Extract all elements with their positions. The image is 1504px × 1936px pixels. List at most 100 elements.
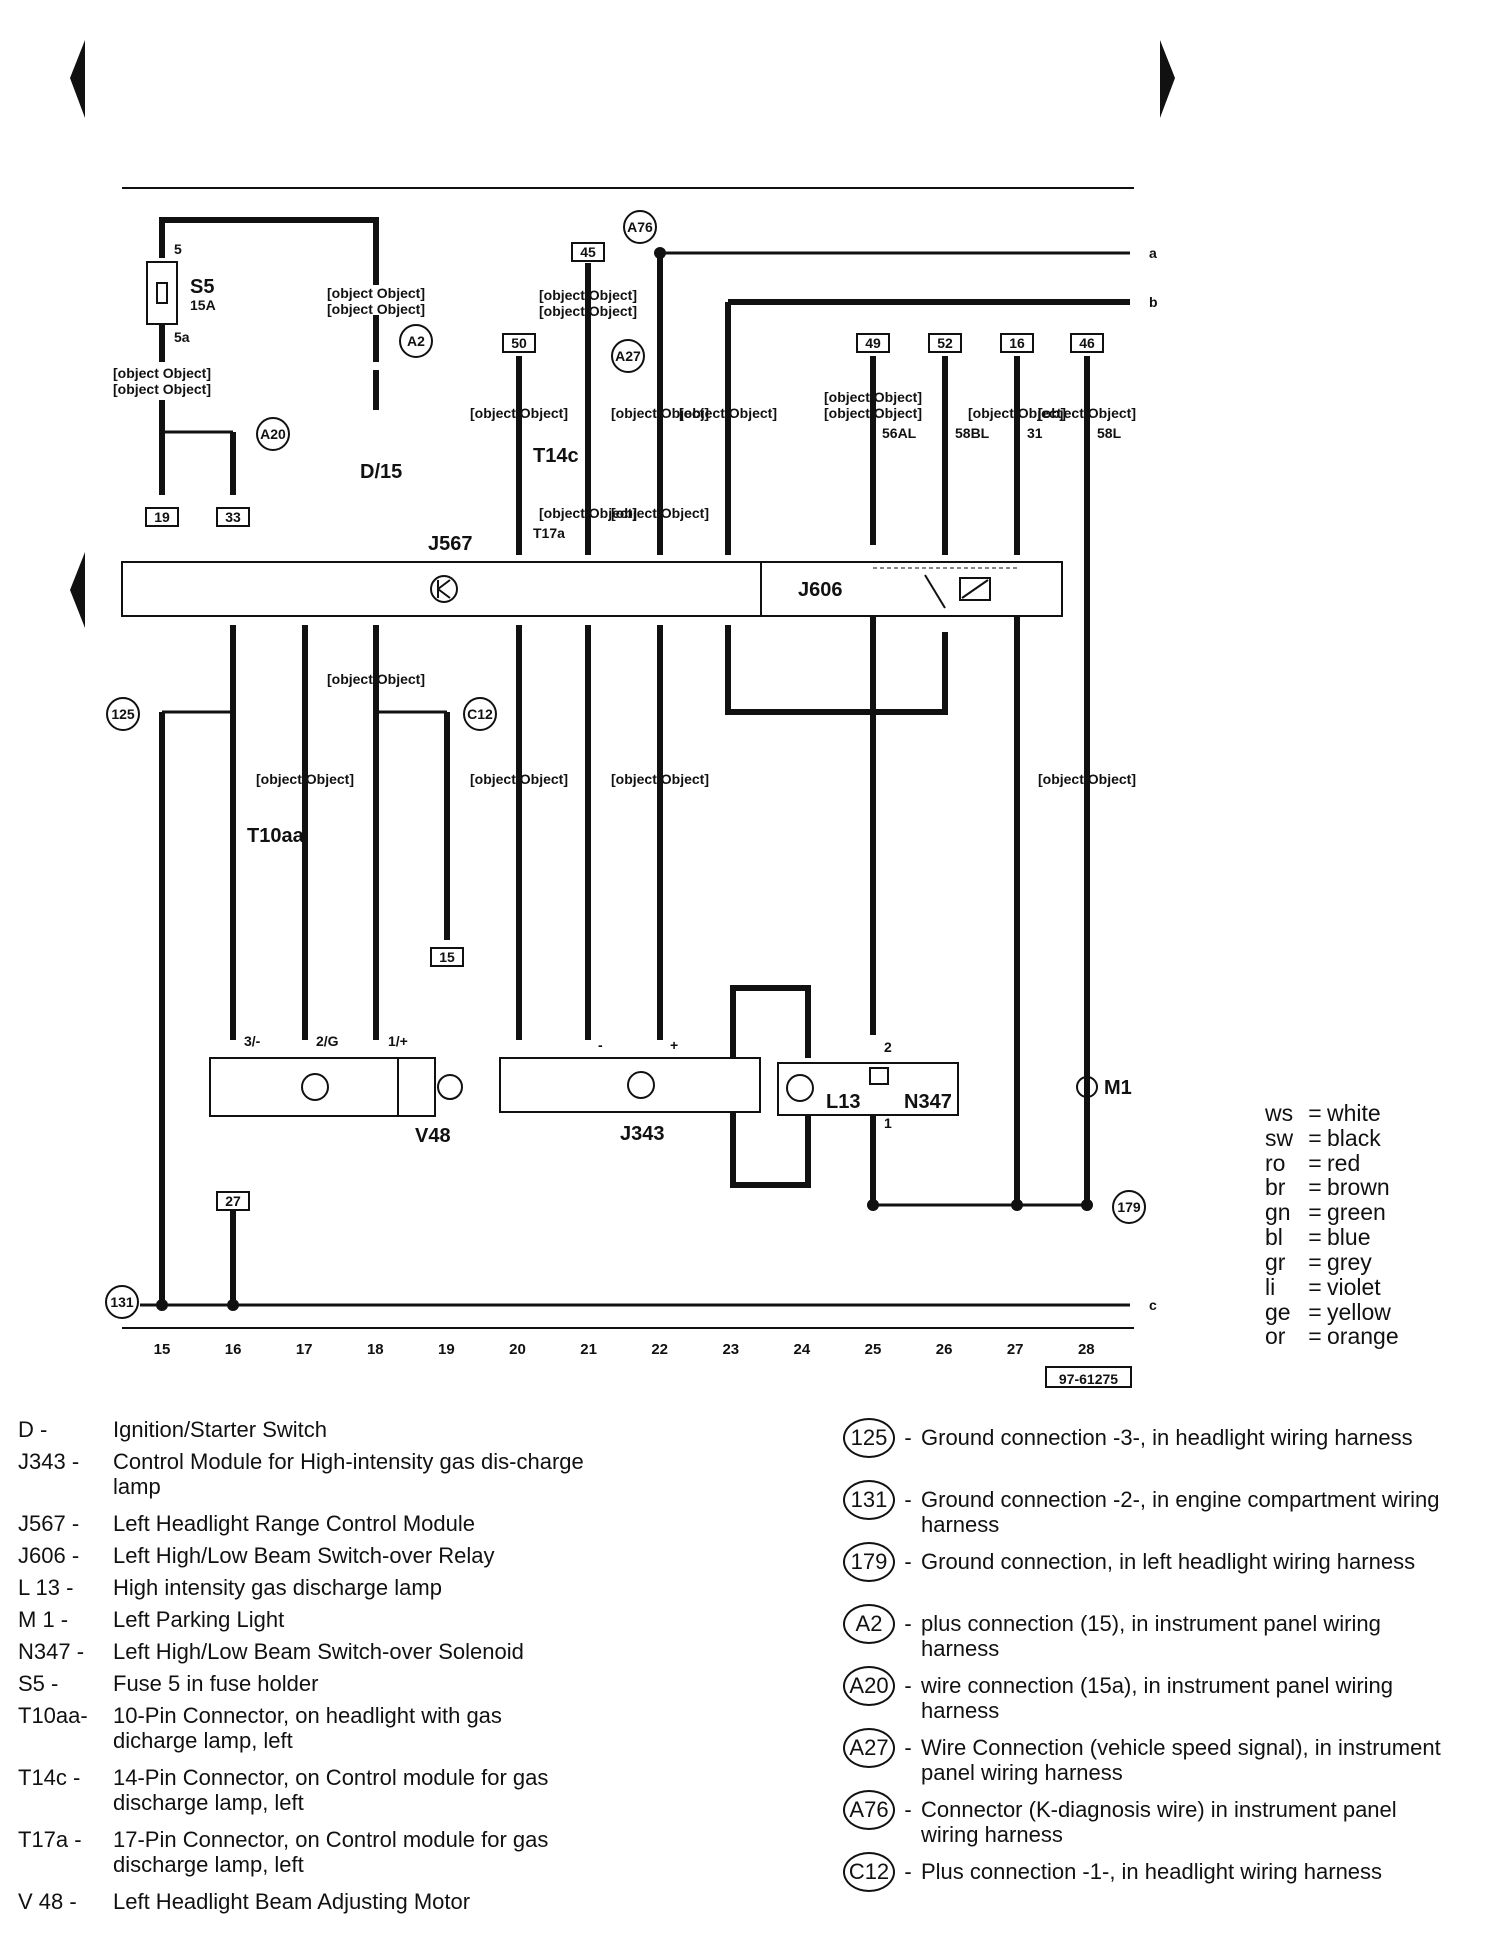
pin-j343-minus: - xyxy=(598,1037,603,1053)
wire-color: [object Object] xyxy=(256,771,354,787)
legend-item: L 13 -High intensity gas discharge lamp xyxy=(18,1575,618,1601)
fuse-element-icon xyxy=(156,282,168,304)
wire-color: [object Object] xyxy=(611,405,709,421)
wire-color-abbr: br xyxy=(1265,1174,1286,1201)
legend-item: T17a -17-Pin Connector, on Control modul… xyxy=(18,1827,618,1878)
column-number: 20 xyxy=(509,1341,526,1358)
legend-item: T10aa-10-Pin Connector, on headlight wit… xyxy=(18,1703,618,1754)
legend-code: J606 - xyxy=(18,1543,80,1568)
solenoid-icon xyxy=(869,1067,889,1085)
wire-color-name: orange xyxy=(1327,1323,1399,1350)
wire-color: [object Object] xyxy=(327,671,425,687)
continue-left-arrow-icon xyxy=(70,552,85,628)
parking-light-icon xyxy=(1076,1076,1098,1098)
legend-item: S5 -Fuse 5 in fuse holder xyxy=(18,1671,618,1697)
junction-131 xyxy=(156,1299,168,1311)
pin-56al: 56AL xyxy=(882,425,917,441)
circle-tags: A76 A2 A27 A20 125 C12 131 179 xyxy=(105,210,1146,1319)
junction-27 xyxy=(227,1299,239,1311)
column-number: 19 xyxy=(438,1341,455,1358)
prev-page-arrow-icon[interactable] xyxy=(70,40,85,118)
wire-color-abbr: sw xyxy=(1265,1124,1294,1151)
tag-c12-text: C12 xyxy=(467,706,493,722)
column-number: 24 xyxy=(794,1341,811,1358)
legend-item: V 48 -Left Headlight Beam Adjusting Moto… xyxy=(18,1889,618,1915)
wire-color-name: blue xyxy=(1327,1224,1371,1251)
terminal-16: 16 xyxy=(1009,335,1025,351)
tag-a76-text: A76 xyxy=(627,219,653,235)
legend-desc: 14-Pin Connector, on Control module for … xyxy=(113,1765,549,1815)
legend-desc: Ignition/Starter Switch xyxy=(113,1417,327,1442)
connection-badge: A76 xyxy=(843,1790,895,1830)
electronics-icon xyxy=(430,575,458,603)
junction-col28 xyxy=(1081,1199,1093,1211)
connection-item: C12-Plus connection -1-, in headlight wi… xyxy=(843,1852,1451,1892)
relay-coil-slash xyxy=(961,579,989,599)
column-number: 22 xyxy=(651,1341,668,1358)
wire-color-row: gn=green xyxy=(1265,1199,1386,1226)
terminal-45: 45 xyxy=(580,244,596,260)
pin-31: 31 xyxy=(1027,425,1043,441)
connector-t17a: T17a xyxy=(533,525,565,541)
connection-badge: A27 xyxy=(843,1728,895,1768)
module-j567 xyxy=(121,561,1063,617)
motor-v48-label: V48 xyxy=(415,1125,451,1147)
column-number: 15 xyxy=(154,1341,171,1358)
wire-color-row: ge=yellow xyxy=(1265,1298,1391,1325)
tag-c12 xyxy=(463,697,497,731)
wire-j606-return xyxy=(725,625,948,715)
tag-179-text: 179 xyxy=(1117,1199,1141,1215)
wire-color: [object Object] xyxy=(539,303,637,319)
legend-desc: Fuse 5 in fuse holder xyxy=(113,1671,319,1696)
legend-code: D - xyxy=(18,1417,48,1442)
legend-item: T14c -14-Pin Connector, on Control modul… xyxy=(18,1765,618,1816)
legend-code: V 48 - xyxy=(18,1889,77,1914)
connection-item: 125-Ground connection -3-, in headlight … xyxy=(843,1418,1451,1458)
wire-color-abbr: ws xyxy=(1265,1100,1294,1126)
wire-color: [object Object] xyxy=(470,771,568,787)
relay-coil-icon xyxy=(959,577,991,601)
wire-size: [object Object] xyxy=(824,389,922,405)
fuse-s5 xyxy=(146,261,178,325)
column-number: 25 xyxy=(865,1341,882,1358)
terminal-49: 49 xyxy=(865,335,881,351)
tag-a76 xyxy=(623,210,657,244)
lamp-l13-label: L13 xyxy=(826,1091,860,1113)
tag-a2-text: A2 xyxy=(407,333,425,349)
wire-size: [object Object] xyxy=(539,287,637,303)
column-number: 26 xyxy=(936,1341,953,1358)
wire-color: [object Object] xyxy=(1038,405,1136,421)
tag-131-text: 131 xyxy=(110,1294,134,1310)
fuse-pin-bottom: 5a xyxy=(174,329,190,345)
legend-item: J606 -Left High/Low Beam Switch-over Rel… xyxy=(18,1543,618,1569)
connection-desc: Ground connection -2-, in engine compart… xyxy=(921,1487,1440,1537)
wire-color-row: ro=red xyxy=(1265,1149,1361,1176)
module-j343-label: J343 xyxy=(620,1123,665,1145)
fuse-pin-top: 5 xyxy=(174,241,182,257)
next-page-arrow-icon[interactable] xyxy=(1160,40,1175,118)
junction-col27 xyxy=(1011,1199,1023,1211)
wire-color-abbr: ro xyxy=(1265,1149,1286,1176)
wire-color-name: red xyxy=(1327,1149,1361,1176)
tag-179 xyxy=(1112,1190,1146,1224)
legend-code: J343 - xyxy=(18,1449,80,1474)
wire-color-name: white xyxy=(1327,1100,1381,1126)
wire-color-abbr: ge xyxy=(1265,1298,1291,1325)
legend-desc: Left Headlight Range Control Module xyxy=(113,1511,476,1536)
legend-desc: High intensity gas discharge lamp xyxy=(113,1575,442,1600)
pin-v48-1: 1/+ xyxy=(388,1033,408,1049)
solenoid-n347-label: N347 xyxy=(904,1091,952,1113)
bus-label-a: a xyxy=(1149,245,1157,261)
connection-desc: wire connection (15a), in instrument pan… xyxy=(921,1673,1394,1723)
connection-item: A76-Connector (K-diagnosis wire) in inst… xyxy=(843,1790,1451,1848)
legend-code: N347 - xyxy=(18,1639,85,1664)
legend-desc: Left Parking Light xyxy=(113,1607,285,1632)
wire-color: [object Object] xyxy=(539,505,637,521)
relay-contact xyxy=(924,574,946,609)
column-number: 17 xyxy=(296,1341,313,1358)
terminal-50: 50 xyxy=(511,335,527,351)
wire-color-name: yellow xyxy=(1327,1298,1391,1325)
legend-item: M 1 -Left Parking Light xyxy=(18,1607,618,1633)
connection-desc: Wire Connection (vehicle speed signal), … xyxy=(921,1735,1441,1785)
